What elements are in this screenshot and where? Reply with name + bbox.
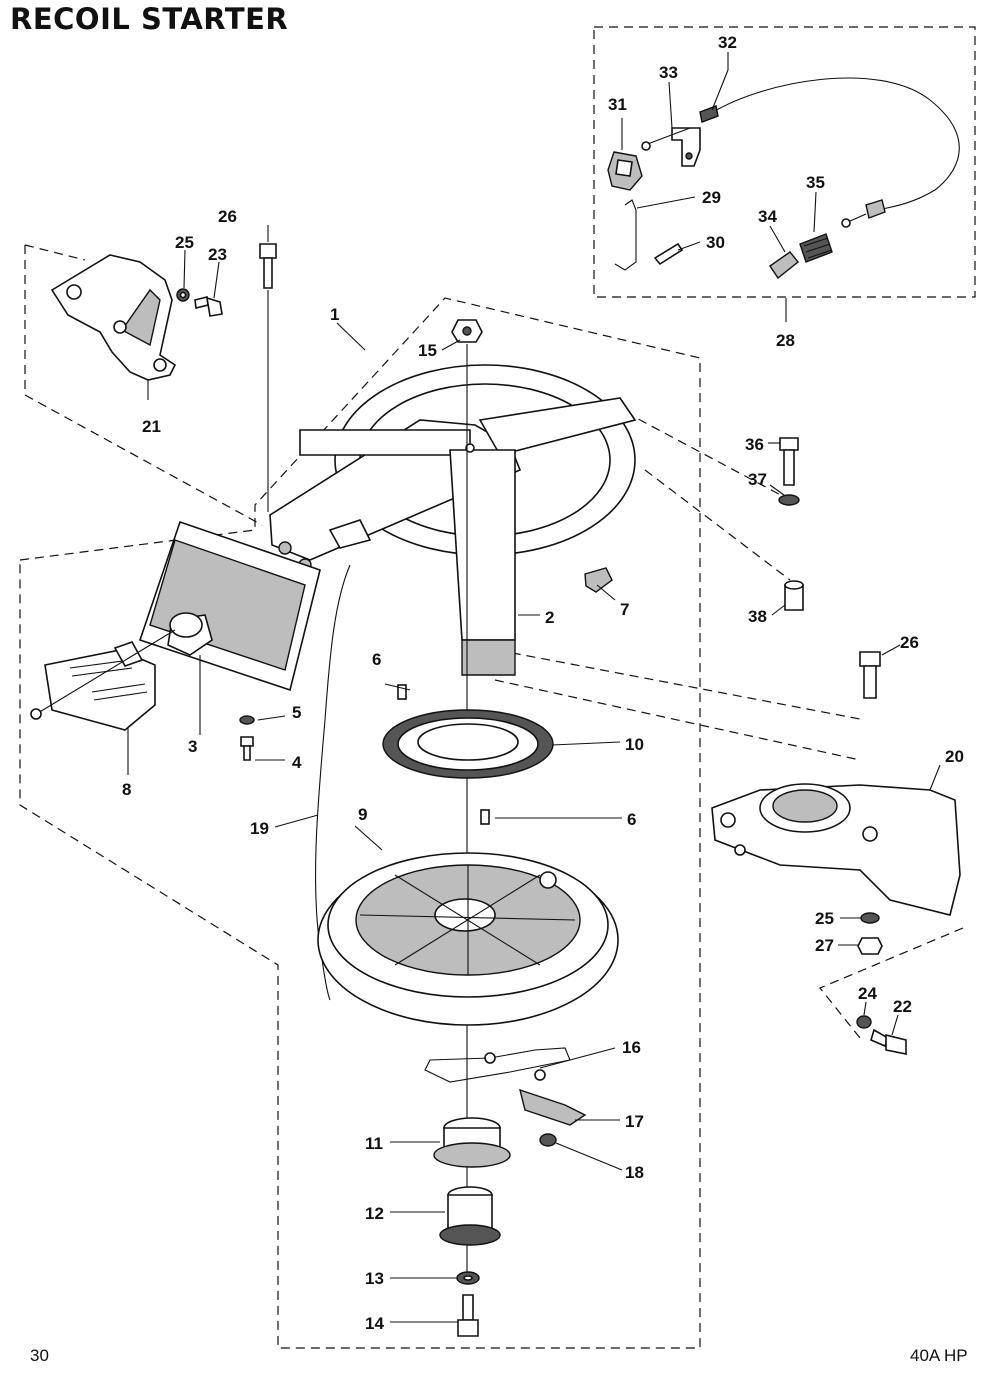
callout-38: 38 (748, 607, 767, 626)
rope-guide-3 (138, 520, 321, 692)
callout-21: 21 (142, 417, 161, 436)
callout-12: 12 (365, 1204, 384, 1223)
callout-7: 7 (620, 600, 629, 619)
callout-18: 18 (625, 1163, 644, 1182)
callout-15: 15 (418, 341, 437, 360)
callout-17: 17 (625, 1112, 644, 1131)
recoil-spring-10 (382, 709, 554, 779)
washer-25-top (176, 288, 190, 302)
callout-16: 16 (622, 1038, 641, 1057)
model-label: 40A HP (910, 1346, 968, 1365)
callout-3: 3 (188, 737, 197, 756)
callout-9: 9 (358, 805, 367, 824)
lockwasher-24 (856, 1015, 872, 1029)
callout-26-right: 26 (900, 633, 919, 652)
cam-7 (584, 567, 613, 593)
bolt-26-left (259, 243, 277, 512)
callout-23: 23 (208, 245, 227, 264)
page-number: 30 (30, 1346, 49, 1365)
bushing-12 (439, 1186, 501, 1246)
screw-4 (240, 736, 254, 761)
choke-cable-32 (699, 77, 960, 228)
callout-33: 33 (659, 63, 678, 82)
washer-25-right (860, 912, 880, 924)
callout-6-top: 6 (372, 650, 381, 669)
pin-6-top (397, 684, 407, 700)
bracket-21 (50, 254, 177, 381)
washer-37 (778, 494, 800, 506)
callout-11: 11 (365, 1134, 383, 1153)
callout-10: 10 (625, 735, 644, 754)
callout-labels: 1 2 3 4 5 6 6 7 8 9 10 11 12 13 14 15 16… (122, 33, 964, 1333)
bolt-36 (779, 437, 799, 486)
pulley-9 (317, 852, 619, 1026)
bracket-20 (711, 783, 961, 916)
plunger-34 (769, 251, 799, 280)
callout-25-top: 25 (175, 233, 194, 252)
leader-lines (127, 52, 941, 1323)
callout-31: 31 (608, 95, 627, 114)
callout-19: 19 (250, 819, 269, 838)
callout-1: 1 (330, 305, 339, 324)
bracket-33 (641, 127, 701, 167)
callout-28: 28 (776, 331, 795, 350)
bolt-23 (194, 296, 223, 317)
bolt-22 (870, 1028, 907, 1055)
callout-24: 24 (858, 984, 877, 1003)
link-rod-29 (614, 199, 637, 271)
callout-8: 8 (122, 780, 131, 799)
callout-25-right: 25 (815, 909, 834, 928)
spring-clip-16 (424, 1047, 571, 1083)
callout-26-left: 26 (218, 207, 237, 226)
callout-30: 30 (706, 233, 725, 252)
callout-32: 32 (718, 33, 737, 52)
screw-14 (457, 1294, 479, 1337)
pin-30 (653, 242, 684, 266)
callout-14: 14 (365, 1314, 384, 1333)
callout-29: 29 (702, 188, 721, 207)
handle-8 (30, 629, 176, 731)
callout-35: 35 (806, 173, 825, 192)
washer-5 (239, 715, 255, 725)
nut-27 (857, 937, 883, 955)
bolt-26-right (859, 651, 881, 699)
callout-2: 2 (545, 608, 554, 627)
bushing-11 (433, 1117, 511, 1168)
callout-5: 5 (292, 703, 301, 722)
starter-housing-2 (269, 364, 637, 676)
pin-6-lower (480, 809, 490, 825)
clip-31 (607, 151, 643, 191)
callout-34: 34 (758, 207, 777, 226)
callout-20: 20 (945, 747, 964, 766)
callout-13: 13 (365, 1269, 384, 1288)
nut-18 (539, 1133, 557, 1147)
spring-35 (799, 233, 833, 263)
callout-36: 36 (745, 435, 764, 454)
page-title: RECOIL STARTER (10, 2, 289, 36)
callout-22: 22 (893, 997, 912, 1016)
callout-37: 37 (748, 470, 767, 489)
dashed-boundaries (19, 26, 976, 1349)
callout-6-lower: 6 (627, 810, 636, 829)
callout-4: 4 (292, 753, 302, 772)
callout-27: 27 (815, 936, 834, 955)
washer-13 (456, 1271, 480, 1285)
spacer-38 (784, 580, 804, 611)
